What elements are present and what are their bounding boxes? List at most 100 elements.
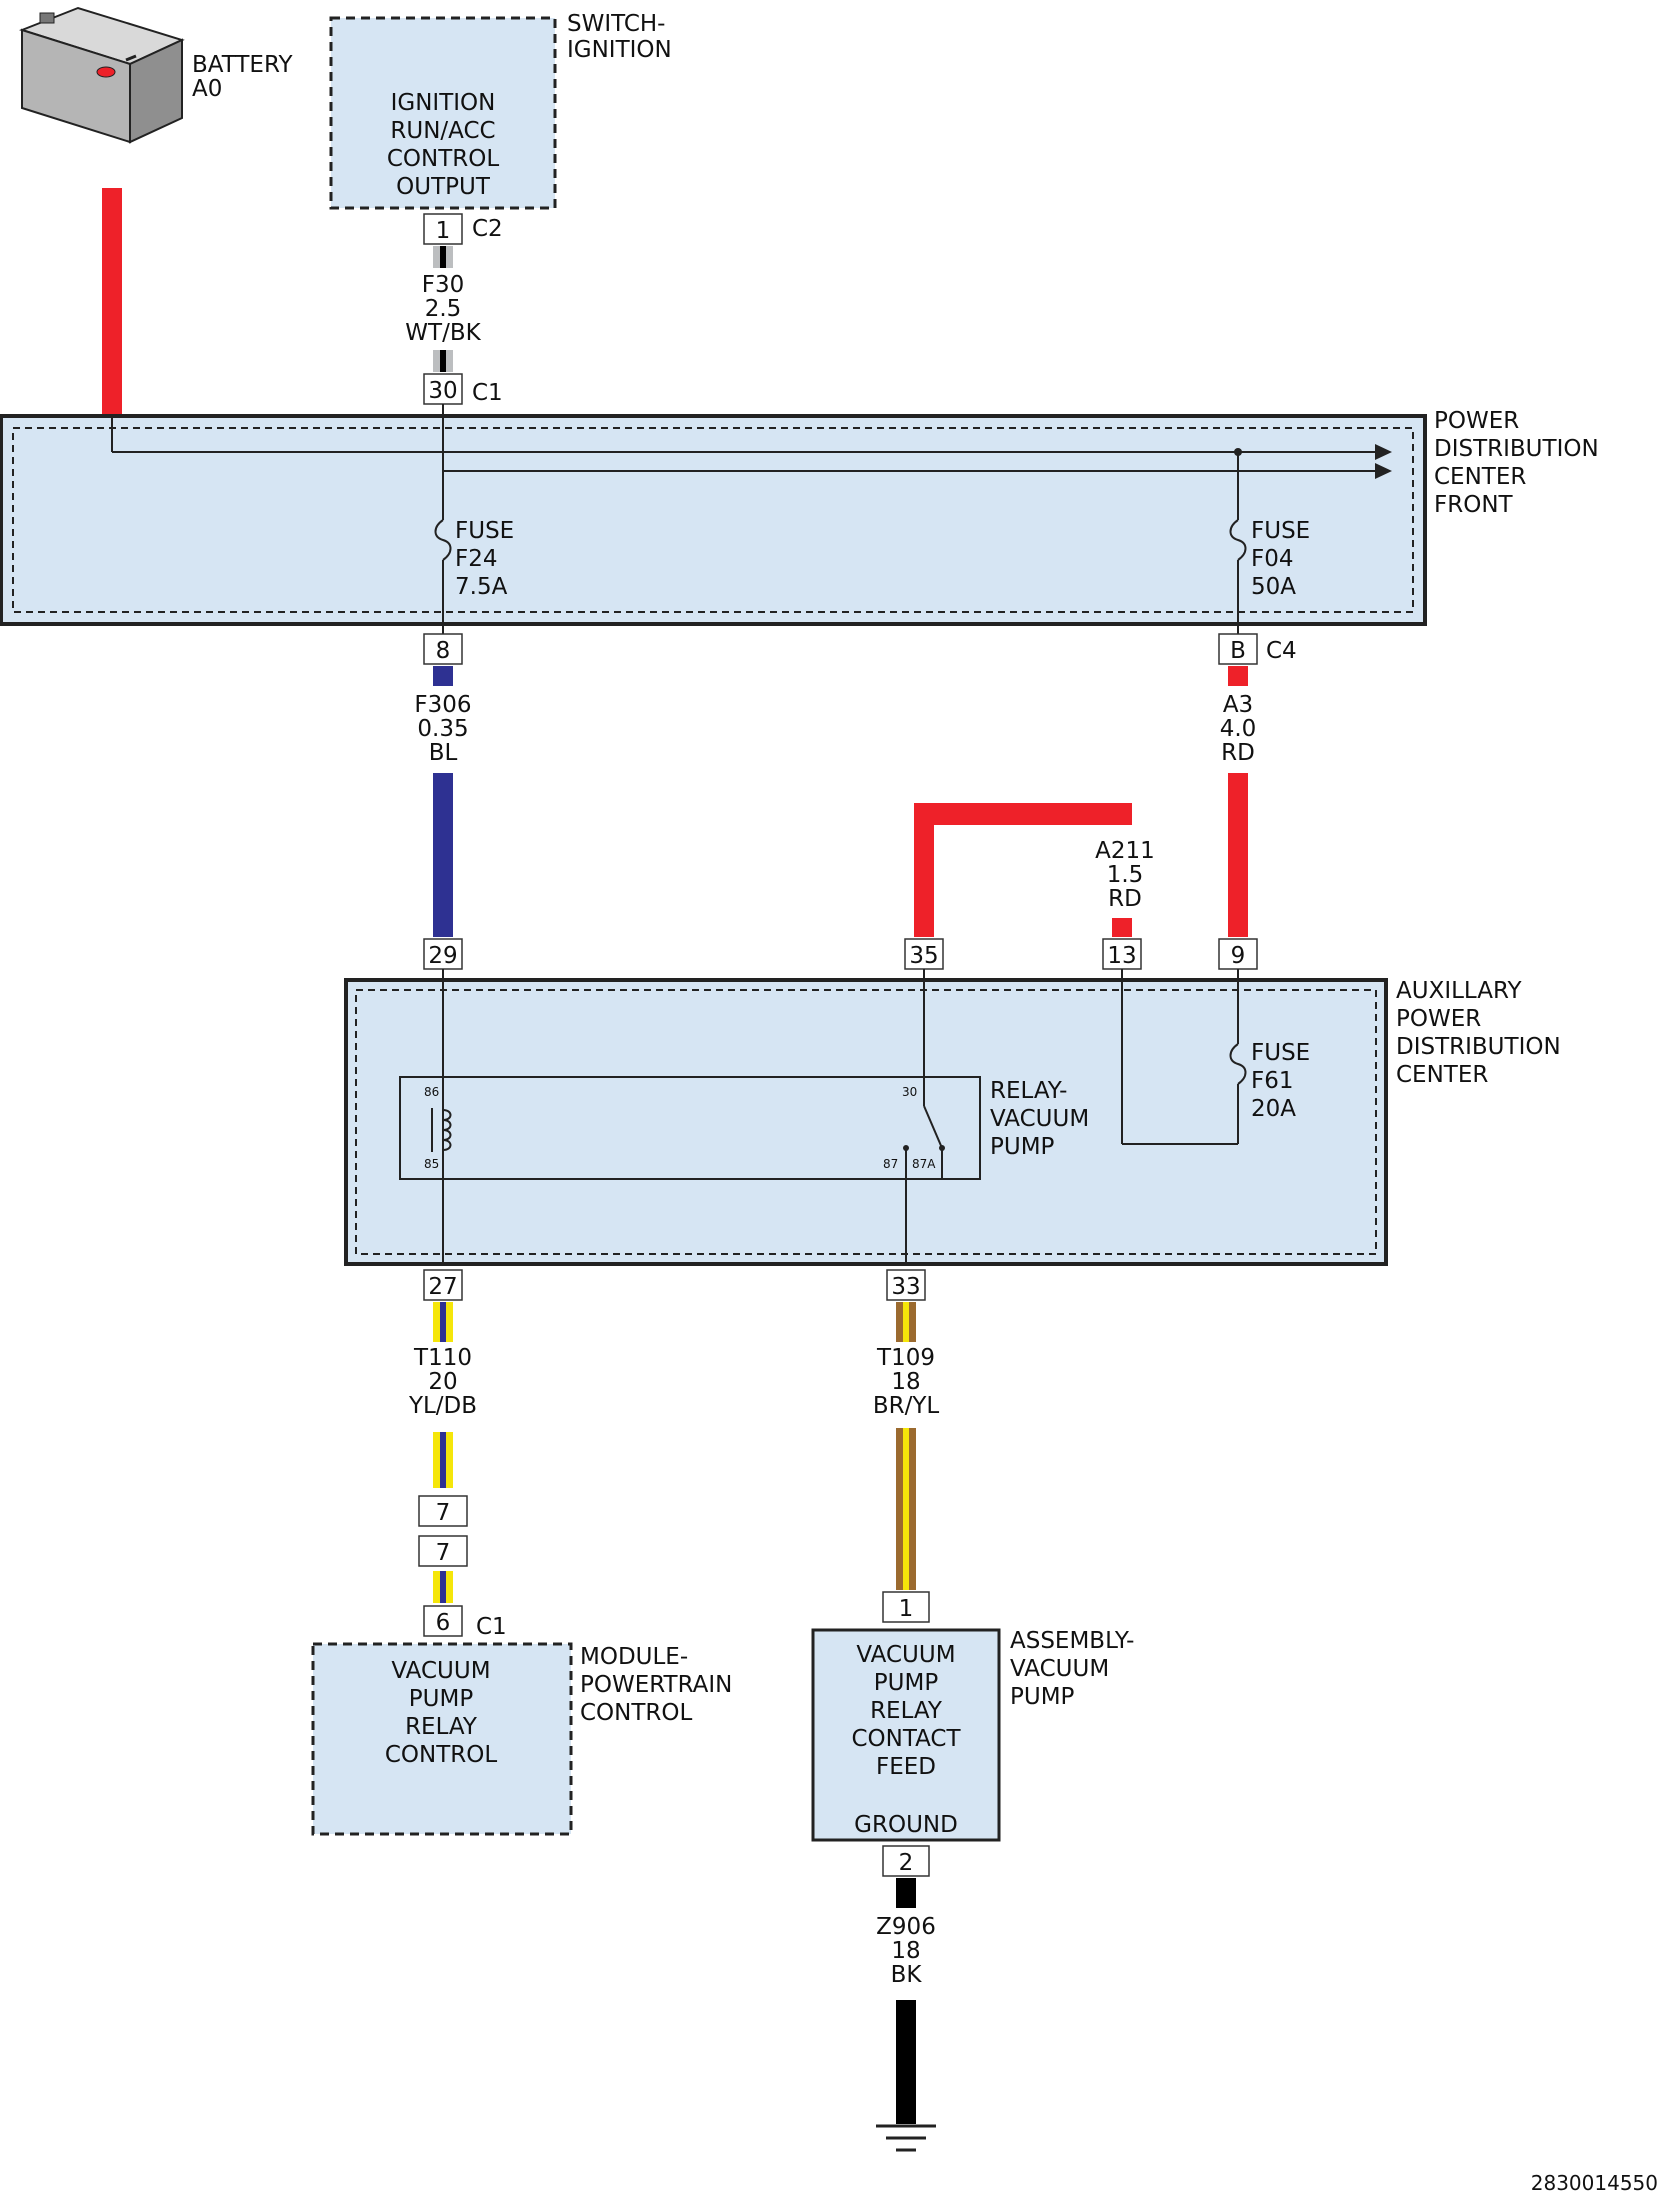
relay-title-line2: VACUUM xyxy=(990,1106,1089,1132)
pcm-pin-6 xyxy=(423,1605,463,1637)
wire-z906-color: BK xyxy=(891,1962,923,1988)
apdc-pin-33-label: 33 xyxy=(891,1274,920,1300)
wire-z906-top xyxy=(896,1878,916,1908)
pump-pin-1-label: 1 xyxy=(899,1596,914,1622)
apdc-pin-35-label: 35 xyxy=(909,943,938,969)
wire-a3-color: RD xyxy=(1221,740,1255,766)
pcm-connector-c1: C1 xyxy=(476,1614,507,1640)
relay-terminal-85: 85 xyxy=(424,1157,439,1171)
wire-t109-gauge: 18 xyxy=(891,1369,920,1395)
switch-title-line1: SWITCH- xyxy=(567,11,665,37)
apdc-title-line4: CENTER xyxy=(1396,1062,1488,1088)
pcm-box xyxy=(311,1642,573,1836)
pump-body-line2: PUMP xyxy=(874,1670,939,1696)
switch-body-line3: CONTROL xyxy=(387,146,500,172)
wire-t110-color: YL/DB xyxy=(408,1393,477,1419)
apdc-internal-wiring xyxy=(442,969,1239,1264)
pump-title-line3: PUMP xyxy=(1010,1684,1075,1710)
wire-f30-circuit: F30 xyxy=(422,272,465,298)
wire-t110-top-blue xyxy=(440,1302,446,1342)
pump-title-line2: VACUUM xyxy=(1010,1656,1109,1682)
fuse-f61-line3: 20A xyxy=(1251,1096,1296,1122)
wire-f306-top xyxy=(433,666,453,686)
pcm-title-line1: MODULE- xyxy=(580,1644,688,1670)
pcm-pin-6-label: 6 xyxy=(436,1610,451,1636)
pump-pin-2 xyxy=(882,1845,930,1877)
inline-pin-7a xyxy=(418,1495,468,1527)
relay-title-line3: PUMP xyxy=(990,1134,1055,1160)
wire-a211-gauge: 1.5 xyxy=(1107,862,1144,888)
apdc-title-line1: AUXILLARY xyxy=(1396,978,1523,1004)
wire-f306-bottom xyxy=(433,773,453,937)
pdc-pin-b xyxy=(1218,633,1258,665)
apdc-pin-35 xyxy=(904,938,944,970)
wire-f306-gauge: 0.35 xyxy=(417,716,468,742)
pdc-title-line3: CENTER xyxy=(1434,464,1526,490)
fuse-f24-icon xyxy=(434,519,452,561)
relay-contact-87a xyxy=(939,1145,945,1151)
pump-body-line5: FEED xyxy=(876,1754,936,1780)
fuse-f04-line2: F04 xyxy=(1251,546,1294,572)
wire-f306-circuit: F306 xyxy=(414,692,471,718)
wire-t109-circuit: T109 xyxy=(876,1345,935,1371)
wire-a3-top xyxy=(1228,666,1248,686)
apdc-box xyxy=(344,978,1388,1266)
pdc-bus-arrow-2 xyxy=(1375,463,1392,479)
wire-t109-top-yellow xyxy=(903,1302,909,1342)
pump-body-line4: CONTACT xyxy=(851,1726,961,1752)
wire-t110-gauge: 20 xyxy=(428,1369,457,1395)
pdc-title-line4: FRONT xyxy=(1434,492,1514,518)
switch-connector-c2: C2 xyxy=(472,216,503,242)
wire-a211-circuit: A211 xyxy=(1095,838,1155,864)
pdc-connector-c4: C4 xyxy=(1266,638,1297,664)
pdc-internal-bus xyxy=(111,404,1388,640)
inline-pin-7b-label: 7 xyxy=(436,1540,451,1566)
wire-z906-gauge: 18 xyxy=(891,1938,920,1964)
battery-wire-red xyxy=(102,188,122,416)
pcm-body-line2: PUMP xyxy=(409,1686,474,1712)
wire-t109-bottom-yellow xyxy=(903,1428,909,1590)
pdc-connector-c1: C1 xyxy=(472,380,503,406)
wire-f30-gauge: 2.5 xyxy=(425,296,462,322)
apdc-title-line2: POWER xyxy=(1396,1006,1481,1032)
wire-a211-left xyxy=(914,803,934,937)
pump-box xyxy=(811,1628,1001,1842)
wire-f30-top-black xyxy=(440,246,446,268)
pdc-pin-30-label: 30 xyxy=(428,378,457,404)
relay-terminal-86: 86 xyxy=(424,1085,439,1099)
fuse-f61-line1: FUSE xyxy=(1251,1040,1310,1066)
relay-terminal-30: 30 xyxy=(902,1085,917,1099)
apdc-pin-9-label: 9 xyxy=(1231,943,1246,969)
relay-box xyxy=(399,1076,981,1180)
wire-t110-mid-blue xyxy=(440,1432,446,1488)
switch-body-line4: OUTPUT xyxy=(396,174,491,200)
pump-pin-1 xyxy=(882,1591,930,1623)
battery-icon xyxy=(19,6,185,144)
apdc-pin-9 xyxy=(1218,938,1258,970)
pdc-front-box xyxy=(0,414,1427,626)
figure-id: 2830014550 xyxy=(1531,2171,1658,2195)
pcm-body-line1: VACUUM xyxy=(391,1658,490,1684)
switch-title-line2: IGNITION xyxy=(567,37,672,63)
wire-f30-bottom-black xyxy=(440,350,446,372)
apdc-pin-13 xyxy=(1102,938,1142,970)
fuse-f04-line3: 50A xyxy=(1251,574,1296,600)
wire-t110-bottom-blue xyxy=(440,1571,446,1603)
fuse-f24-line2: F24 xyxy=(455,546,498,572)
apdc-pin-29-label: 29 xyxy=(428,943,457,969)
inline-pin-7b xyxy=(418,1535,468,1567)
wire-a3-gauge: 4.0 xyxy=(1220,716,1257,742)
wire-a3-circuit: A3 xyxy=(1223,692,1253,718)
pump-body-line1: VACUUM xyxy=(856,1642,955,1668)
relay-contact-87 xyxy=(903,1145,909,1151)
apdc-pin-33 xyxy=(886,1269,926,1301)
battery-name: BATTERY xyxy=(192,52,293,78)
ground-icon xyxy=(876,2124,936,2152)
wire-z906-circuit: Z906 xyxy=(876,1914,936,1940)
fuse-f24-line3: 7.5A xyxy=(455,574,508,600)
wire-a211-right-bottom xyxy=(1112,918,1132,937)
switch-pin-1-label: 1 xyxy=(436,218,451,244)
inline-pin-7a-label: 7 xyxy=(436,1500,451,1526)
apdc-title-line3: DISTRIBUTION xyxy=(1396,1034,1561,1060)
